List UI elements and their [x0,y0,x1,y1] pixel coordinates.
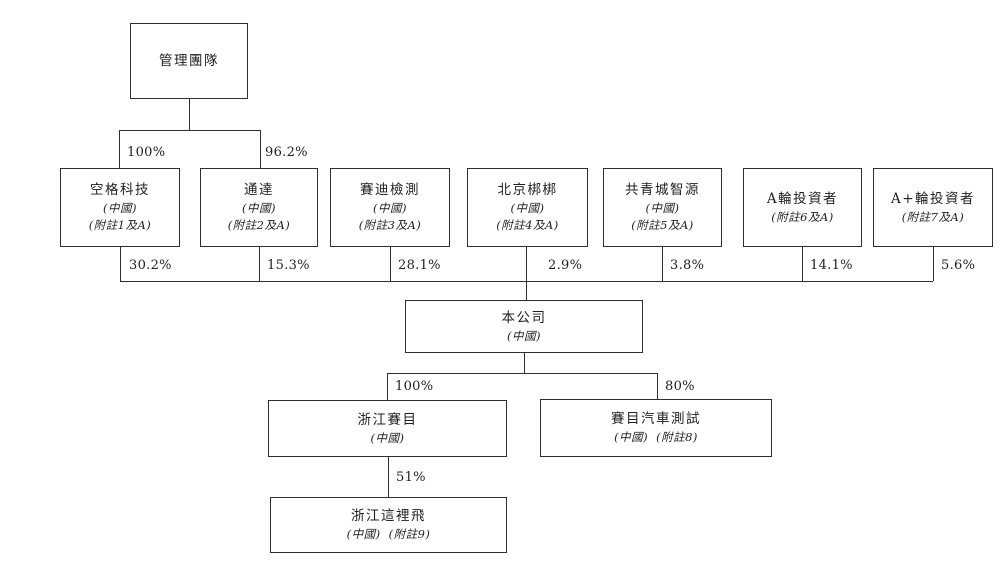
connector [119,130,120,168]
node-zhejiang-zhelifei: 浙江這裡飛 (中國) (附註9) [270,497,507,553]
edge-label-mgmt-kongge: 100% [127,145,166,160]
node-zhejiang-saimo: 浙江賽目 (中國) [268,400,507,457]
connector [387,373,388,400]
connector [933,247,934,281]
node-jurisdiction: (中國) [510,201,545,215]
node-shareholder-saidi: 賽迪檢測 (中國) (附註3及A) [330,168,450,247]
connector [260,130,261,168]
node-saimo-auto-test: 賽目汽車測試 (中國) (附註8) [540,399,772,457]
node-note: (附註2及A) [227,218,291,232]
node-note: (附註6及A) [771,209,834,224]
node-note: (附註3及A) [358,218,422,232]
node-jurisdiction: (中國) [370,430,405,445]
node-note: (附註1及A) [88,218,152,232]
connector [387,373,657,374]
edge-label-shareholder-0: 30.2% [129,258,172,273]
node-management-team: 管理團隊 [130,23,248,99]
node-label: A輪投資者 [766,190,839,207]
node-company: 本公司 (中國) [405,300,643,353]
node-shareholder-bangbang: 北京梆梆 (中國) (附註4及A) [467,168,588,247]
connector [524,353,525,373]
edge-label-shareholder-4: 3.8% [670,258,705,273]
edge-label-shareholder-6: 5.6% [941,258,976,273]
edge-label-shareholder-3: 2.9% [548,258,583,273]
node-label: 浙江這裡飛 [351,508,426,524]
node-label: 管理團隊 [159,52,219,69]
edge-label-mgmt-tongda: 96.2% [265,145,308,160]
node-jurisdiction: (中國) [373,201,407,215]
node-label: 浙江賽目 [357,411,418,428]
node-note: (附註4及A) [496,218,559,232]
connector [802,247,803,281]
node-jurisdiction: (中國) [346,527,381,541]
node-label: 賽迪檢測 [360,182,420,198]
connector [657,373,658,399]
node-shareholder-tongda: 通達 (中國) (附註2及A) [200,168,318,247]
connector [259,247,260,281]
node-label: 北京梆梆 [497,182,558,198]
node-shareholder-kongge: 空格科技 (中國) (附註1及A) [60,168,180,247]
connector [526,247,527,300]
node-label: 空格科技 [90,182,150,198]
edge-label-zhelifei: 51% [396,470,426,485]
edge-label-saimo-auto-test: 80% [665,379,695,394]
node-label: 共青城智源 [625,182,700,198]
node-jurisdiction: (中國) [242,201,276,215]
node-shareholder-series-a-plus: A+輪投資者 (附註7及A) [873,168,993,247]
edge-label-shareholder-1: 15.3% [267,258,310,273]
node-note: (附註8) [656,430,698,444]
connector [120,247,121,281]
node-label: A+輪投資者 [890,190,976,207]
node-jurisdiction: (中國) [645,201,680,215]
node-shareholder-series-a: A輪投資者 (附註6及A) [743,168,862,247]
connector [120,281,933,282]
connector [390,247,391,281]
node-jurisdiction: (中國) [614,430,649,444]
node-label: 通達 [244,182,274,198]
edge-label-shareholder-5: 14.1% [810,258,853,273]
node-label: 賽目汽車測試 [611,411,701,427]
node-jurisdiction: (中國) [103,201,137,215]
connector [388,457,389,497]
node-shareholder-zhiyuan: 共青城智源 (中國) (附註5及A) [603,168,722,247]
edge-label-shareholder-2: 28.1% [398,258,441,273]
node-label: 本公司 [501,309,547,326]
connector [189,99,190,130]
node-note: (附註7及A) [901,209,965,224]
node-note: (附註9) [388,527,431,541]
node-note: (附註5及A) [631,218,694,232]
edge-label-zhejiang-saimo: 100% [395,379,434,394]
node-jurisdiction: (中國) [507,328,541,343]
connector [662,247,663,281]
connector [119,130,261,131]
